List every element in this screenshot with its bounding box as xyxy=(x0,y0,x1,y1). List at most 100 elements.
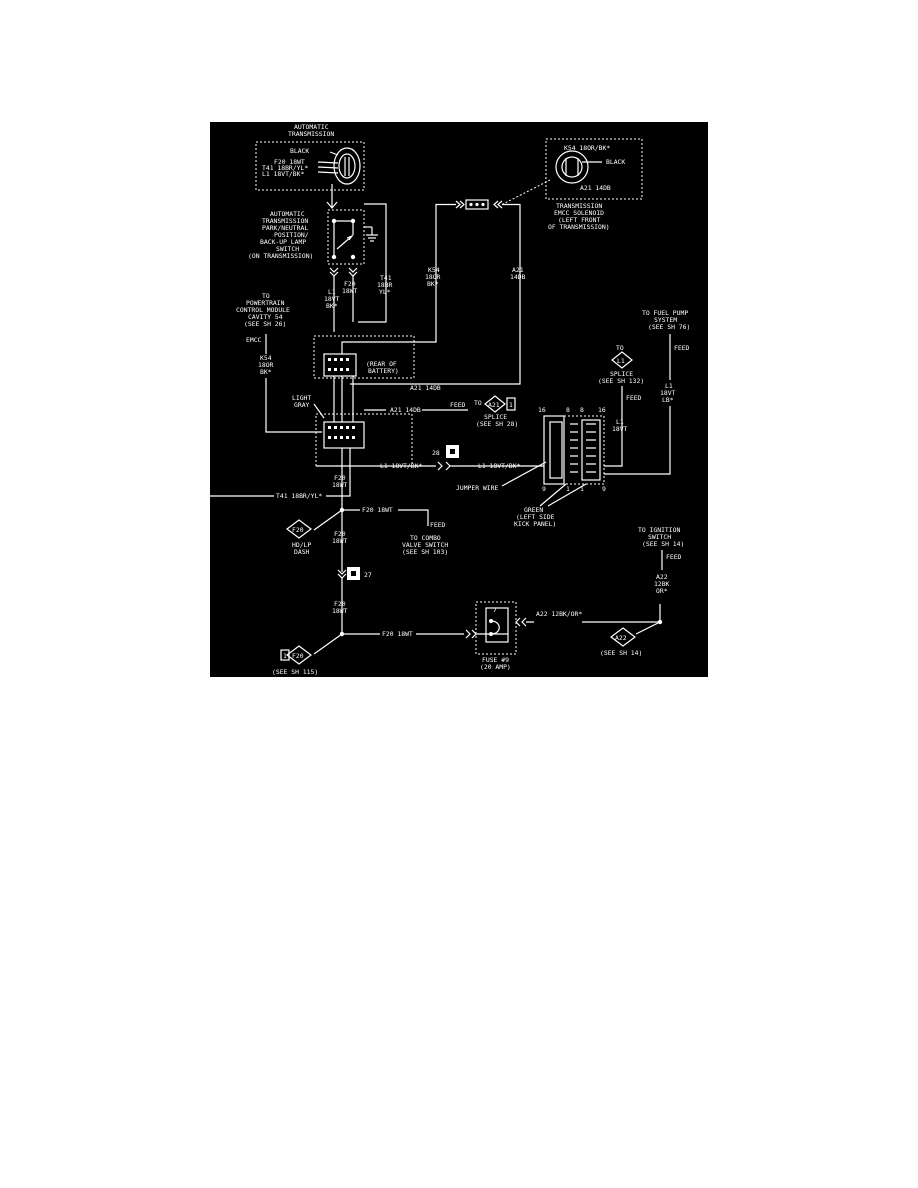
label-see-115: (SEE SH 115) xyxy=(272,668,318,676)
label-pcm-2: POWERTRAIN xyxy=(246,299,285,307)
label-t41-wire: T41 18BR/YL* xyxy=(276,492,322,500)
solenoid-inline-connector xyxy=(455,179,551,210)
label-f20-mid-a: F20 xyxy=(334,474,346,482)
label-a22-diamond: A22 xyxy=(615,634,627,642)
label-tems-4: OF TRANSMISSION) xyxy=(548,223,610,231)
label-to-l1: TO xyxy=(616,344,624,352)
label-green-2: (LEFT SIDE xyxy=(516,513,555,521)
label-one-b: 1 xyxy=(283,652,287,660)
label-pin16-l: 16 xyxy=(538,406,546,414)
label-pin1-l: 1 xyxy=(566,485,570,493)
light-gray-connector xyxy=(315,413,413,467)
label-hd-2: DASH xyxy=(294,548,310,556)
label-a22-b: 12BK xyxy=(654,580,670,588)
label-combo-3: (SEE SH 103) xyxy=(402,548,448,556)
label-a22-c: OR* xyxy=(656,587,668,595)
label-t41-top: T41 18BR/YL* xyxy=(262,164,308,172)
label-l1-wire-right: L1 18VT/BK* xyxy=(478,462,520,470)
label-k54-b: 18OR xyxy=(425,273,441,281)
label-a22-a: A22 xyxy=(656,573,668,581)
label-l1-diamond: L1 xyxy=(617,357,625,365)
label-atpn-3: PARK/NEUTRAL xyxy=(262,224,308,232)
label-a21-diamond: A21 xyxy=(488,401,500,409)
label-k54-a: K54 xyxy=(428,266,440,274)
label-splice-1: SPLICE xyxy=(484,413,507,421)
label-atpn-4: POSITION/ xyxy=(274,231,309,239)
label-a21-feed: A21 14DB xyxy=(390,406,421,414)
label-auto-trans-2: TRANSMISSION xyxy=(288,130,334,138)
label-pcm-1: TO xyxy=(262,292,270,300)
label-splice-2: (SEE SH 28) xyxy=(476,420,518,428)
label-f20-a: F20 xyxy=(344,280,356,288)
label-black-right: BLACK xyxy=(606,158,625,166)
f20-bottom-indicator xyxy=(280,645,312,665)
label-ign-1: TO IGNITION xyxy=(638,526,680,534)
label-tems-2: EMCC SOLENOID xyxy=(554,209,604,217)
auto-transmission-connector xyxy=(255,141,365,191)
label-green-3: KICK PANEL) xyxy=(514,520,556,528)
label-l1-r-c: LB* xyxy=(662,396,674,404)
emcc-solenoid xyxy=(545,138,643,200)
label-pcm-3: CONTROL MODULE xyxy=(236,306,290,314)
label-l1-c-a: L1 xyxy=(616,418,624,426)
label-ign-3: (SEE SH 14) xyxy=(642,540,684,548)
label-t41-c: YL* xyxy=(379,288,391,296)
wiring-diagram: AUTOMATIC TRANSMISSION BLACK F20 18WT T4… xyxy=(210,123,690,676)
label-t41-a: T41 xyxy=(380,274,392,282)
label-pin16-r: 16 xyxy=(598,406,606,414)
kick-panel-connector xyxy=(543,415,605,485)
label-f20-mid2-b: 18WT xyxy=(332,537,348,545)
label-tems-1: TRANSMISSION xyxy=(556,202,602,210)
label-l1-c: BK* xyxy=(326,302,338,310)
label-feed-c: FEED xyxy=(626,394,642,402)
label-ign-2: SWITCH xyxy=(648,533,671,541)
label-pin9-r: 9 xyxy=(602,485,606,493)
label-a21-b: 14DB xyxy=(510,273,526,281)
label-pcm-5: (SEE SH 26) xyxy=(244,320,286,328)
label-f20-bottom-wire: F20 18WT xyxy=(382,630,413,638)
label-splice2-2: (SEE SH 132) xyxy=(598,377,644,385)
label-atpn-5: BACK-UP LAMP xyxy=(260,238,306,246)
label-atpn-7: (ON TRANSMISSION) xyxy=(248,252,313,260)
label-atpn-6: SWITCH xyxy=(276,245,299,253)
label-a21-a: A21 xyxy=(512,266,524,274)
label-l1-a: L1 xyxy=(328,288,336,296)
label-fuel-3: (SEE SH 76) xyxy=(648,323,690,331)
fuse-9 xyxy=(475,601,527,655)
label-pin9-l: 9 xyxy=(542,485,546,493)
label-see-14: (SEE SH 14) xyxy=(600,649,642,657)
label-light-1: LIGHT xyxy=(292,394,311,402)
label-black-top: BLACK xyxy=(290,147,309,155)
label-l1-r-a: L1 xyxy=(665,382,673,390)
label-to-a: TO xyxy=(474,399,482,407)
label-l1-r-b: 18VT xyxy=(660,389,676,397)
label-feed-b: FEED xyxy=(674,344,690,352)
label-rear-1: (REAR OF xyxy=(366,360,397,368)
label-l1-c-b: 18VT xyxy=(612,425,628,433)
label-fuse-2: (20 AMP) xyxy=(480,663,511,671)
label-connector-28: 28 xyxy=(432,449,440,457)
splice-l1-indicator xyxy=(611,351,633,369)
label-f20-mid-b: 18WT xyxy=(332,481,348,489)
label-t41-b: 18BR xyxy=(377,281,393,289)
label-k54-top: K54 18OR/BK* xyxy=(564,144,610,152)
label-l1-top: L1 18VT/BK* xyxy=(262,170,304,178)
label-f20-branch: F20 18WT xyxy=(362,506,393,514)
label-f20-diamond: F20 xyxy=(292,526,304,534)
rear-battery-connector xyxy=(313,335,415,379)
label-f20-bottom-diamond: F20 xyxy=(292,652,304,660)
label-auto-trans-1: AUTOMATIC xyxy=(294,123,329,131)
label-k54-l-a: K54 xyxy=(260,354,272,362)
label-a21-right: A21 14DB xyxy=(580,184,611,192)
label-feed-a: FEED xyxy=(450,401,466,409)
label-fuse-1: FUSE #9 xyxy=(482,656,509,664)
label-k54-l-b: 18OR xyxy=(258,361,274,369)
label-pin8-r: 8 xyxy=(580,406,584,414)
label-l1-wire-left: L1 18VT/BK* xyxy=(380,462,422,470)
label-a22-wire: A22 12BK/OR* xyxy=(536,610,582,618)
label-f20-low-b: 18WT xyxy=(332,607,348,615)
label-f20-top: F20 18WT xyxy=(274,158,305,166)
label-atpn-2: TRANSMISSION xyxy=(262,217,308,225)
label-splice2-1: SPLICE xyxy=(610,370,633,378)
label-fuel-2: SYSTEM xyxy=(654,316,677,324)
